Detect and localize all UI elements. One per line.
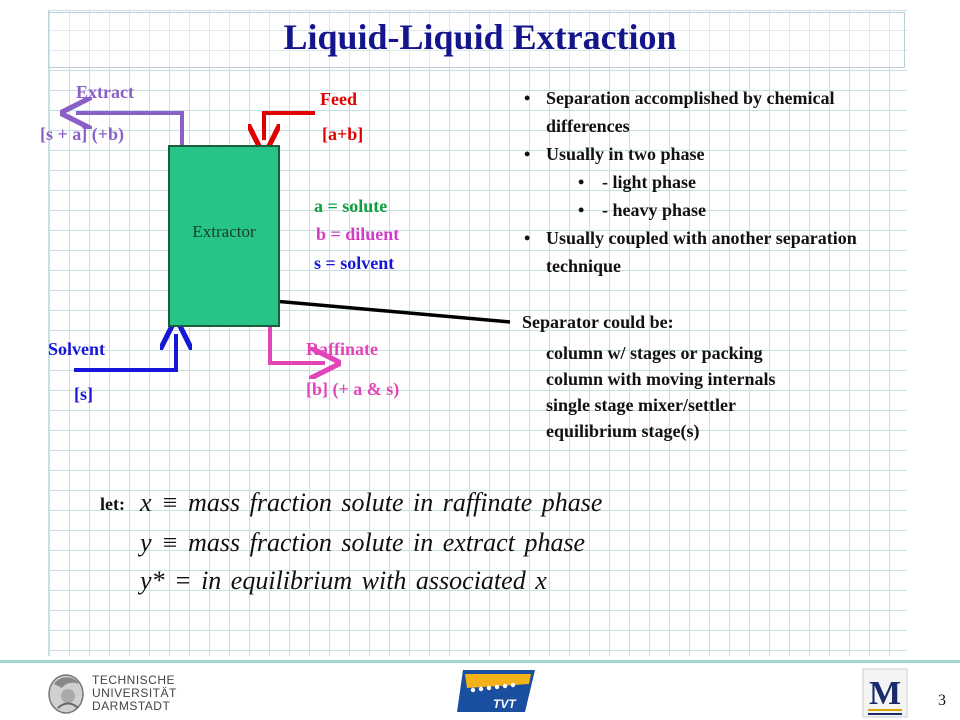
- definition-x: x ≡ mass fraction solute in raffinate ph…: [140, 488, 603, 517]
- separator-list: column w/ stages or packing column with …: [546, 340, 776, 444]
- raffinate-arrow: [268, 327, 325, 363]
- university-line: DARMSTADT: [92, 699, 171, 713]
- michigan-tech-mines-logo: M: [862, 668, 908, 718]
- slide-title: Liquid-Liquid Extraction: [283, 17, 677, 57]
- university-line: TECHNISCHE: [92, 673, 176, 687]
- title-box: [48, 12, 905, 68]
- tu-darmstadt-athena-logo: [48, 674, 84, 714]
- extract-arrow: [76, 113, 184, 145]
- legend-solvent: s = solvent: [314, 253, 395, 273]
- extract-label: Extract: [76, 82, 134, 102]
- raffinate-composition: [b] (+ a & s): [306, 379, 400, 399]
- tvt-logo-text: TVT: [493, 697, 517, 711]
- feed-composition: [a+b]: [322, 124, 364, 144]
- separator-item: column with moving internals: [546, 369, 776, 389]
- tvt-logo: TVT: [457, 670, 535, 712]
- bullet-item: Separation accomplished by chemical diff…: [522, 84, 902, 140]
- separator-item: single stage mixer/settler: [546, 395, 736, 415]
- solvent-label: Solvent: [48, 339, 106, 359]
- extractor-box: Extractor: [168, 145, 280, 327]
- solvent-arrow: [74, 334, 176, 372]
- sub-bullet-item: - heavy phase: [522, 196, 902, 224]
- separator-item: equilibrium stage(s): [546, 421, 700, 441]
- bullet-item: Usually coupled with another separation …: [522, 224, 902, 280]
- definition-y: y ≡ mass fraction solute in extract phas…: [140, 528, 586, 557]
- raffinate-label: Raffinate: [306, 339, 378, 359]
- university-line: UNIVERSITÄT: [92, 686, 177, 700]
- extract-composition: [s + a] (+b): [40, 124, 125, 144]
- page-number: 3: [938, 692, 946, 709]
- definition-y-star: y* = in equilibrium with associated x: [140, 566, 547, 595]
- feed-arrow: [264, 111, 315, 140]
- legend-diluent: b = diluent: [316, 224, 400, 244]
- separator-title: Separator could be:: [522, 312, 674, 332]
- sub-bullet-item: - light phase: [522, 168, 902, 196]
- feed-label: Feed: [320, 89, 357, 109]
- extractor-label: Extractor: [192, 222, 256, 241]
- tu-darmstadt-wordmark: TECHNISCHE UNIVERSITÄT DARMSTADT: [92, 674, 177, 713]
- bullet-item: Usually in two phase: [522, 140, 902, 168]
- mines-logo-letter: M: [869, 675, 901, 712]
- bullet-list: Separation accomplished by chemical diff…: [522, 84, 902, 280]
- separator-pointer-arrow: [240, 298, 511, 324]
- let-label: let:: [100, 494, 125, 514]
- legend-solute: a = solute: [314, 196, 388, 216]
- footer-divider: [0, 660, 960, 663]
- solvent-composition: [s]: [74, 384, 93, 404]
- separator-item: column w/ stages or packing: [546, 343, 763, 363]
